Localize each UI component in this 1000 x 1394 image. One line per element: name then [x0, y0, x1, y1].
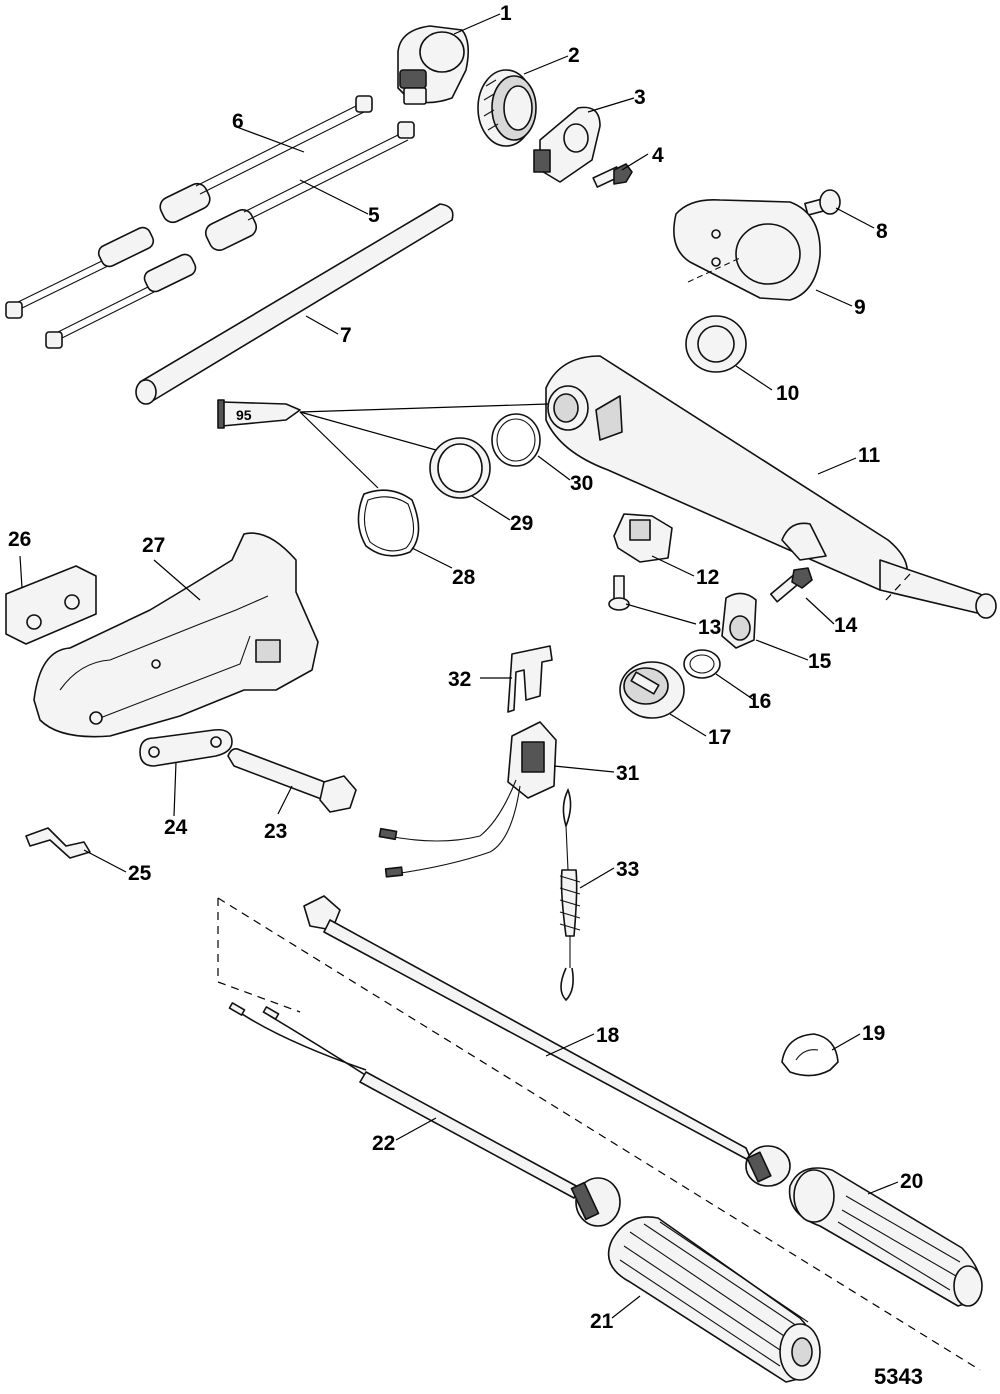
part-17-knob	[619, 661, 685, 719]
callout-2: 2	[568, 44, 580, 67]
callout-22: 22	[372, 1132, 395, 1155]
part-22-harness	[228, 1002, 621, 1227]
part-9-cover	[673, 198, 821, 301]
part-33-lanyard	[559, 787, 581, 1002]
callout-5: 5	[368, 204, 380, 227]
part-23-bolt	[227, 748, 357, 813]
figure-number: 5343	[874, 1364, 923, 1389]
callout-labels: 1 2 3 4 5 6 7 8 9 10 11 12 13 14 15 16 1…	[8, 2, 923, 1333]
part-6-rod	[5, 95, 373, 319]
callout-17: 17	[708, 726, 731, 749]
callout-16: 16	[748, 690, 771, 713]
part-2-spool	[477, 69, 537, 147]
callout-27: 27	[142, 534, 165, 557]
leader-lines	[19, 13, 899, 1319]
part-29-seal	[429, 437, 491, 499]
callout-9: 9	[854, 296, 866, 319]
part-1-clamp	[397, 25, 470, 105]
part-5-rod	[45, 121, 415, 349]
part-28-seal	[357, 489, 420, 557]
callout-24: 24	[164, 816, 188, 839]
callout-19: 19	[862, 1022, 885, 1045]
part-15-clamp	[721, 592, 757, 649]
part-14-bolt	[769, 567, 813, 603]
part-20-grip-core	[788, 1167, 983, 1307]
callout-33: 33	[616, 858, 639, 881]
callout-25: 25	[128, 862, 152, 885]
part-30-oring	[491, 413, 541, 467]
callout-32: 32	[448, 668, 471, 691]
part-24-plate	[139, 728, 233, 767]
callout-18: 18	[596, 1024, 620, 1047]
callout-28: 28	[452, 566, 476, 589]
callout-14: 14	[834, 614, 858, 637]
part-8-bolt	[804, 189, 841, 216]
callout-13: 13	[698, 616, 721, 639]
callout-7: 7	[340, 324, 352, 347]
callout-23: 23	[264, 820, 287, 843]
callout-15: 15	[808, 650, 832, 673]
assembly-boundary	[217, 897, 981, 1371]
callout-29: 29	[510, 512, 533, 535]
part-12-clip	[613, 513, 673, 563]
part-18-cable	[303, 895, 791, 1187]
part-3-plate	[533, 106, 601, 183]
part-13-screw	[608, 575, 630, 611]
part-4-screw	[592, 163, 633, 188]
part-32-bracket	[507, 645, 553, 713]
callout-21: 21	[590, 1310, 614, 1333]
part-19-bushing	[781, 1033, 839, 1077]
callout-11: 11	[858, 444, 881, 467]
callout-1: 1	[500, 2, 512, 25]
part-27-bracket	[33, 532, 319, 738]
callout-4: 4	[652, 144, 664, 167]
callout-10: 10	[776, 382, 799, 405]
sealant-tube: 95	[217, 399, 549, 489]
callout-6: 6	[232, 110, 244, 133]
callout-31: 31	[616, 762, 640, 785]
part-7-pin	[135, 203, 454, 405]
callout-20: 20	[900, 1170, 923, 1193]
callout-26: 26	[8, 528, 31, 551]
callout-30: 30	[570, 472, 593, 495]
callout-12: 12	[696, 566, 719, 589]
part-21-grip	[607, 1216, 821, 1383]
part-11-tiller-arm	[545, 355, 997, 619]
callout-8: 8	[876, 220, 888, 243]
sealant-tube-label: 95	[236, 407, 252, 423]
part-31-switch	[378, 721, 557, 878]
part-25-clip	[25, 827, 91, 859]
part-16-ring	[683, 649, 721, 679]
callout-3: 3	[634, 86, 646, 109]
part-26-block	[5, 565, 97, 645]
part-10-ring	[685, 315, 747, 373]
